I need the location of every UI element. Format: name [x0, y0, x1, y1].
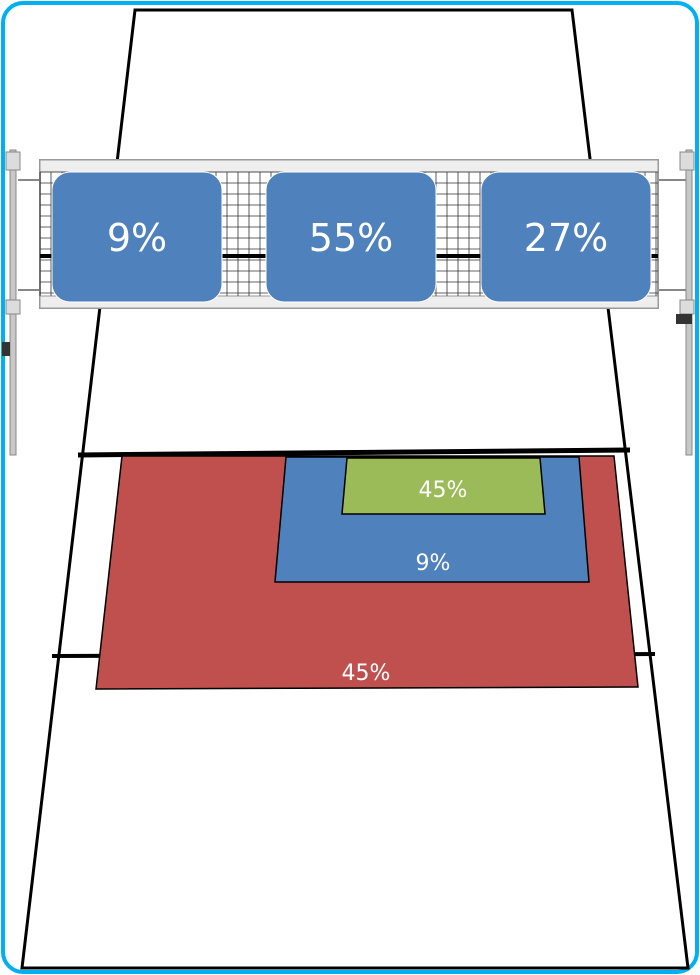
net-top-band	[39, 159, 659, 173]
court-zone-outer-label: 45%	[342, 661, 391, 686]
court-attack-line	[77, 447, 631, 458]
net-zone-right: 27%	[480, 171, 652, 303]
right-net-post	[656, 149, 695, 456]
net-zone-left-label: 9%	[107, 216, 167, 260]
net-zone-left: 9%	[51, 171, 223, 303]
court-zone-inner-label: 45%	[419, 478, 468, 503]
net-zone-right-label: 27%	[524, 216, 608, 260]
net-zone-center: 55%	[265, 171, 437, 303]
court-zone-middle-label: 9%	[416, 551, 451, 576]
net-zone-center-label: 55%	[309, 216, 393, 260]
court-zone-inner: 45%	[341, 457, 546, 515]
